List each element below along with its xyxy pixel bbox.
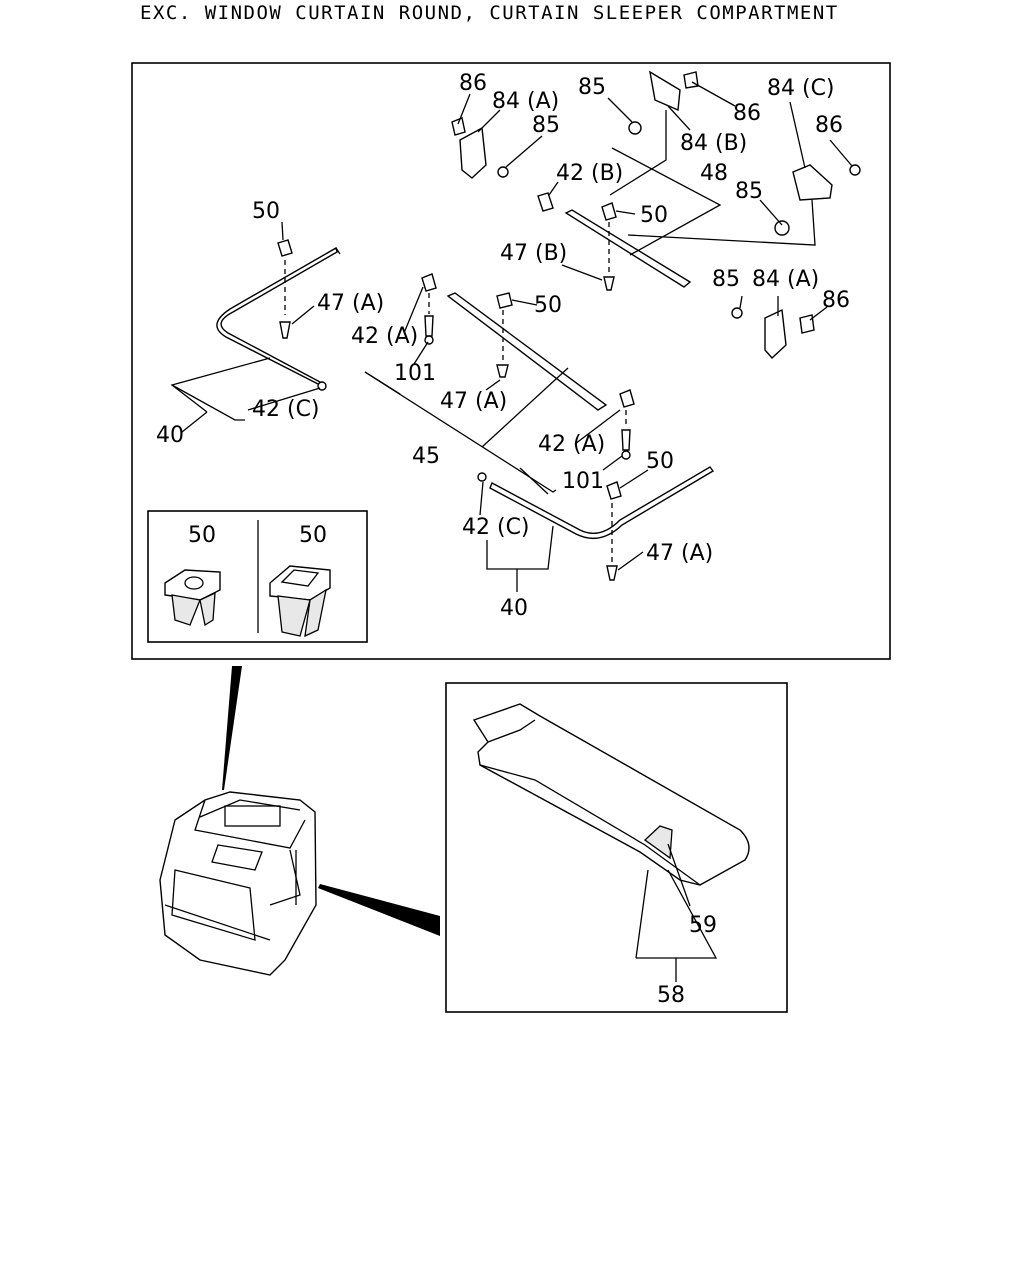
callout-50: 50 [534, 293, 562, 318]
callout-47b: 47 (B) [500, 241, 567, 266]
callout-50: 50 [252, 199, 280, 224]
clip-50-right [606, 481, 622, 500]
screw-101-lower [621, 429, 631, 451]
callout-50: 50 [640, 203, 668, 228]
clip-50-square-variant [269, 565, 331, 638]
bracket-84a-right [731, 307, 815, 360]
callout-84c: 84 (C) [767, 76, 835, 101]
callout-86: 86 [822, 288, 850, 313]
callout-42b: 42 (B) [556, 161, 623, 186]
clip-42b [537, 192, 554, 212]
bracket-84a-upper-left [451, 117, 509, 179]
clip-50-center [496, 292, 513, 309]
callout-40: 40 [500, 596, 528, 621]
bracket-84b [628, 70, 699, 135]
curtain-rail-left [216, 246, 341, 388]
clip-42c-right [477, 472, 487, 482]
callout-40: 40 [156, 423, 184, 448]
curtain-rail-right [489, 466, 715, 540]
screw-47a-left [279, 321, 291, 339]
callout-58: 58 [657, 983, 685, 1008]
callout-101: 101 [394, 361, 436, 386]
callout-86: 86 [733, 101, 761, 126]
clip-50-upper [601, 202, 617, 221]
callout-86: 86 [815, 113, 843, 138]
connector-wedge-lower [318, 884, 440, 936]
leader-lines-visor [635, 843, 718, 982]
clip-variants-inset [147, 510, 368, 643]
callout-101: 101 [562, 469, 604, 494]
callout-59: 59 [689, 913, 717, 938]
callout-85: 85 [712, 267, 740, 292]
clip-42a-lower [619, 389, 635, 408]
curtain-rail-upper [564, 209, 692, 288]
screw-47b [603, 276, 615, 291]
callout-50: 50 [299, 523, 327, 548]
callout-42c: 42 (C) [252, 397, 320, 422]
callout-47a: 47 (A) [646, 541, 713, 566]
clip-42a-upper [421, 273, 437, 292]
callout-84a: 84 (A) [492, 89, 559, 114]
clip-50-round-variant [164, 569, 221, 627]
callout-48: 48 [700, 161, 728, 186]
sun-visor-inset [445, 682, 788, 1013]
screw-101-upper [424, 315, 434, 337]
callout-84b: 84 (B) [680, 131, 747, 156]
connector-wedge-upper [222, 666, 242, 790]
curtain-rail-center [446, 292, 608, 411]
callout-47a: 47 (A) [317, 291, 384, 316]
callout-47a: 47 (A) [440, 389, 507, 414]
callout-85: 85 [735, 179, 763, 204]
screw-47a-right [606, 565, 618, 581]
callout-45: 45 [412, 444, 440, 469]
callout-42a: 42 (A) [351, 324, 418, 349]
clip-50-left [277, 239, 293, 257]
leader-lines [170, 81, 853, 592]
callout-42c: 42 (C) [462, 515, 530, 540]
callout-85: 85 [532, 113, 560, 138]
bracket-84c [774, 164, 861, 236]
callout-50: 50 [188, 523, 216, 548]
truck-cab-illustration [159, 791, 317, 976]
screw-47a-center [496, 364, 509, 378]
callout-50: 50 [646, 449, 674, 474]
callout-85: 85 [578, 75, 606, 100]
callout-42a: 42 (A) [538, 432, 605, 457]
diagram-title: EXC. WINDOW CURTAIN ROUND, CURTAIN SLEEP… [140, 2, 839, 24]
sun-visor [472, 703, 750, 886]
callout-labels: 86 84 (A) 85 85 86 84 (B) 84 (C) 86 85 4… [156, 71, 850, 1008]
callout-86: 86 [459, 71, 487, 96]
exploded-view-frame [131, 62, 891, 660]
callout-84a: 84 (A) [752, 267, 819, 292]
